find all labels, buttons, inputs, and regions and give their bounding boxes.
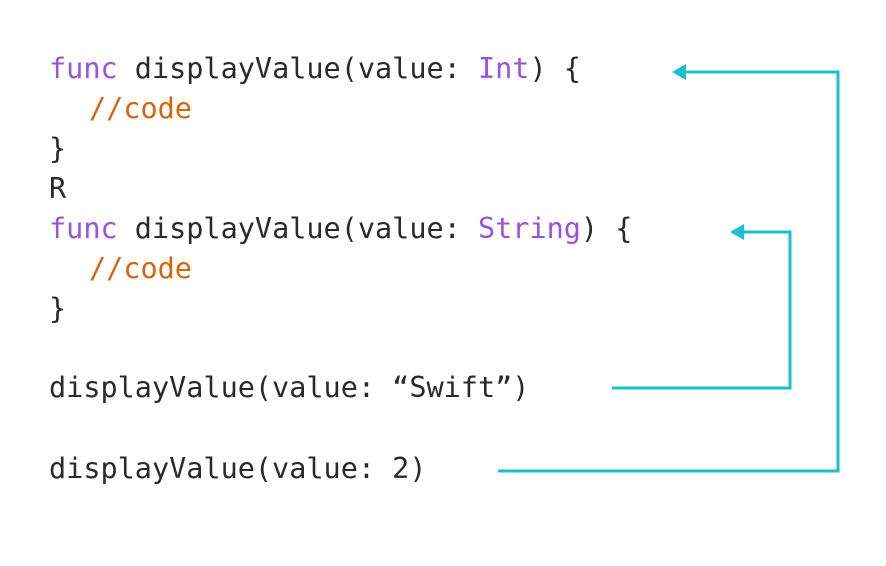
arrow-int-call-to-int-func: [498, 70, 840, 473]
int-type: Int: [477, 52, 530, 85]
closing-brace-2: }: [49, 289, 66, 329]
separator-label: R: [49, 169, 66, 209]
func-signature: displayValue(value:: [117, 212, 478, 245]
separator-text: R: [49, 172, 67, 205]
func-keyword: func: [49, 212, 118, 245]
call-with-int: displayValue(value: 2): [49, 449, 427, 489]
closing-brace: }: [49, 292, 67, 325]
comment-line-2: //code: [49, 249, 192, 289]
call-int-text: displayValue(value: 2): [49, 452, 427, 485]
func-keyword: func: [49, 52, 118, 85]
func-string-declaration: func displayValue(value: String) {: [49, 209, 632, 249]
func-int-declaration: func displayValue(value: Int) {: [49, 49, 581, 89]
code-comment: //code: [89, 92, 192, 125]
code-comment: //code: [89, 252, 192, 285]
func-signature-tail: ) {: [580, 212, 633, 245]
arrow-string-call-to-string-func: [612, 230, 792, 390]
call-with-string: displayValue(value: “Swift”): [49, 368, 529, 408]
call-string-text: displayValue(value: “Swift”): [49, 371, 530, 404]
func-signature-tail: ) {: [529, 52, 581, 85]
comment-line-1: //code: [49, 89, 192, 129]
string-type: String: [477, 212, 581, 245]
func-signature: displayValue(value:: [117, 52, 478, 85]
arrowhead-int: [672, 64, 686, 80]
arrowhead-string: [730, 224, 744, 240]
closing-brace: }: [49, 132, 67, 165]
closing-brace-1: }: [49, 129, 66, 169]
